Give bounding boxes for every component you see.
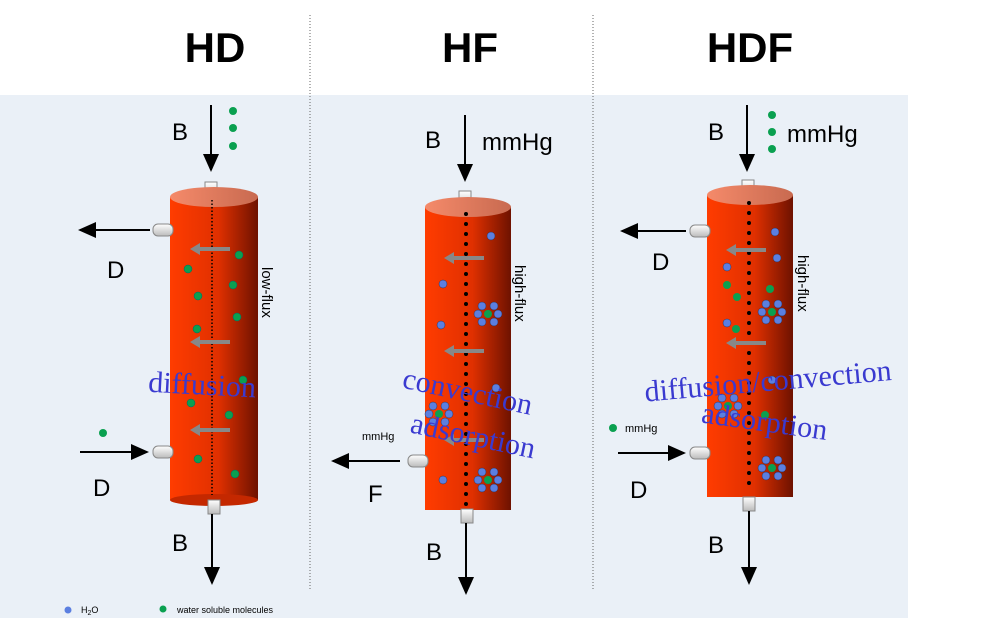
membrane-type: high-flux — [511, 265, 528, 322]
dialysate-out-label: D — [107, 257, 124, 284]
water-legend-subscript: 2 — [88, 610, 92, 617]
pressure-label: mmHg — [362, 431, 394, 443]
convection-arrows — [444, 252, 484, 446]
filtrate-port — [407, 454, 429, 468]
diffusion-arrows — [190, 243, 230, 436]
dialysate-port — [152, 445, 174, 459]
panel-title: HD — [185, 24, 246, 71]
membrane-type: high-flux — [794, 255, 811, 312]
blood-in-label: B — [172, 119, 188, 146]
process-label: diffusion — [147, 366, 256, 405]
flow-arrows — [726, 244, 766, 349]
panel-title: HF — [442, 24, 498, 71]
solute-molecule — [229, 142, 237, 150]
panel-hd: HD B D D low-flux diffusion B — [78, 24, 275, 585]
dialysate-port — [689, 446, 711, 460]
cylinder-top — [170, 187, 258, 207]
solute-molecule — [609, 424, 617, 432]
dialysate-port — [689, 224, 711, 238]
dialysate-in-label: D — [93, 475, 110, 502]
dialysate-port — [152, 223, 174, 237]
blood-in-label: B — [708, 119, 724, 146]
water-molecules — [713, 227, 787, 481]
dialysate-out-label: D — [652, 249, 669, 276]
blood-out-label: B — [426, 539, 442, 566]
dialyzer-cylinder — [425, 207, 511, 510]
solute-molecules — [768, 111, 776, 153]
water-molecules — [424, 231, 503, 493]
solute-molecule — [229, 107, 237, 115]
legend: H2O water soluble molecules — [64, 605, 274, 617]
pressure-label: mmHg — [787, 121, 858, 148]
blood-port — [742, 496, 756, 512]
filtrate-label: F — [368, 481, 383, 508]
panel-hf: HF B mmHg mmHg F high-flux convection ad… — [331, 24, 553, 595]
blood-port — [460, 508, 474, 524]
solute-molecules — [183, 250, 248, 479]
blood-out-label: B — [708, 532, 724, 559]
blood-in-label: B — [425, 127, 441, 154]
solute-legend-label: water soluble molecules — [176, 605, 274, 615]
dialysate-in-label: D — [630, 477, 647, 504]
solute-molecules — [435, 310, 492, 484]
dialyzer-cylinder — [707, 195, 793, 497]
blood-port — [207, 499, 221, 515]
panel-title: HDF — [707, 24, 793, 71]
solute-molecule — [229, 124, 237, 132]
solute-molecules — [723, 281, 776, 472]
water-legend-icon — [64, 606, 72, 614]
water-legend-label: H2O — [81, 605, 98, 617]
panel-hdf: HDF B mmHg D D mmHg high-flux dif — [609, 24, 893, 585]
cylinder-top — [707, 185, 793, 205]
dialyzer-cylinder — [170, 197, 258, 500]
solute-molecule — [99, 429, 107, 437]
pressure-label: mmHg — [482, 129, 553, 156]
blood-out-label: B — [172, 530, 188, 557]
membrane-type: low-flux — [258, 267, 275, 318]
pressure-label: mmHg — [625, 423, 657, 435]
cylinder-top — [425, 197, 511, 217]
solute-legend-icon — [159, 605, 167, 613]
